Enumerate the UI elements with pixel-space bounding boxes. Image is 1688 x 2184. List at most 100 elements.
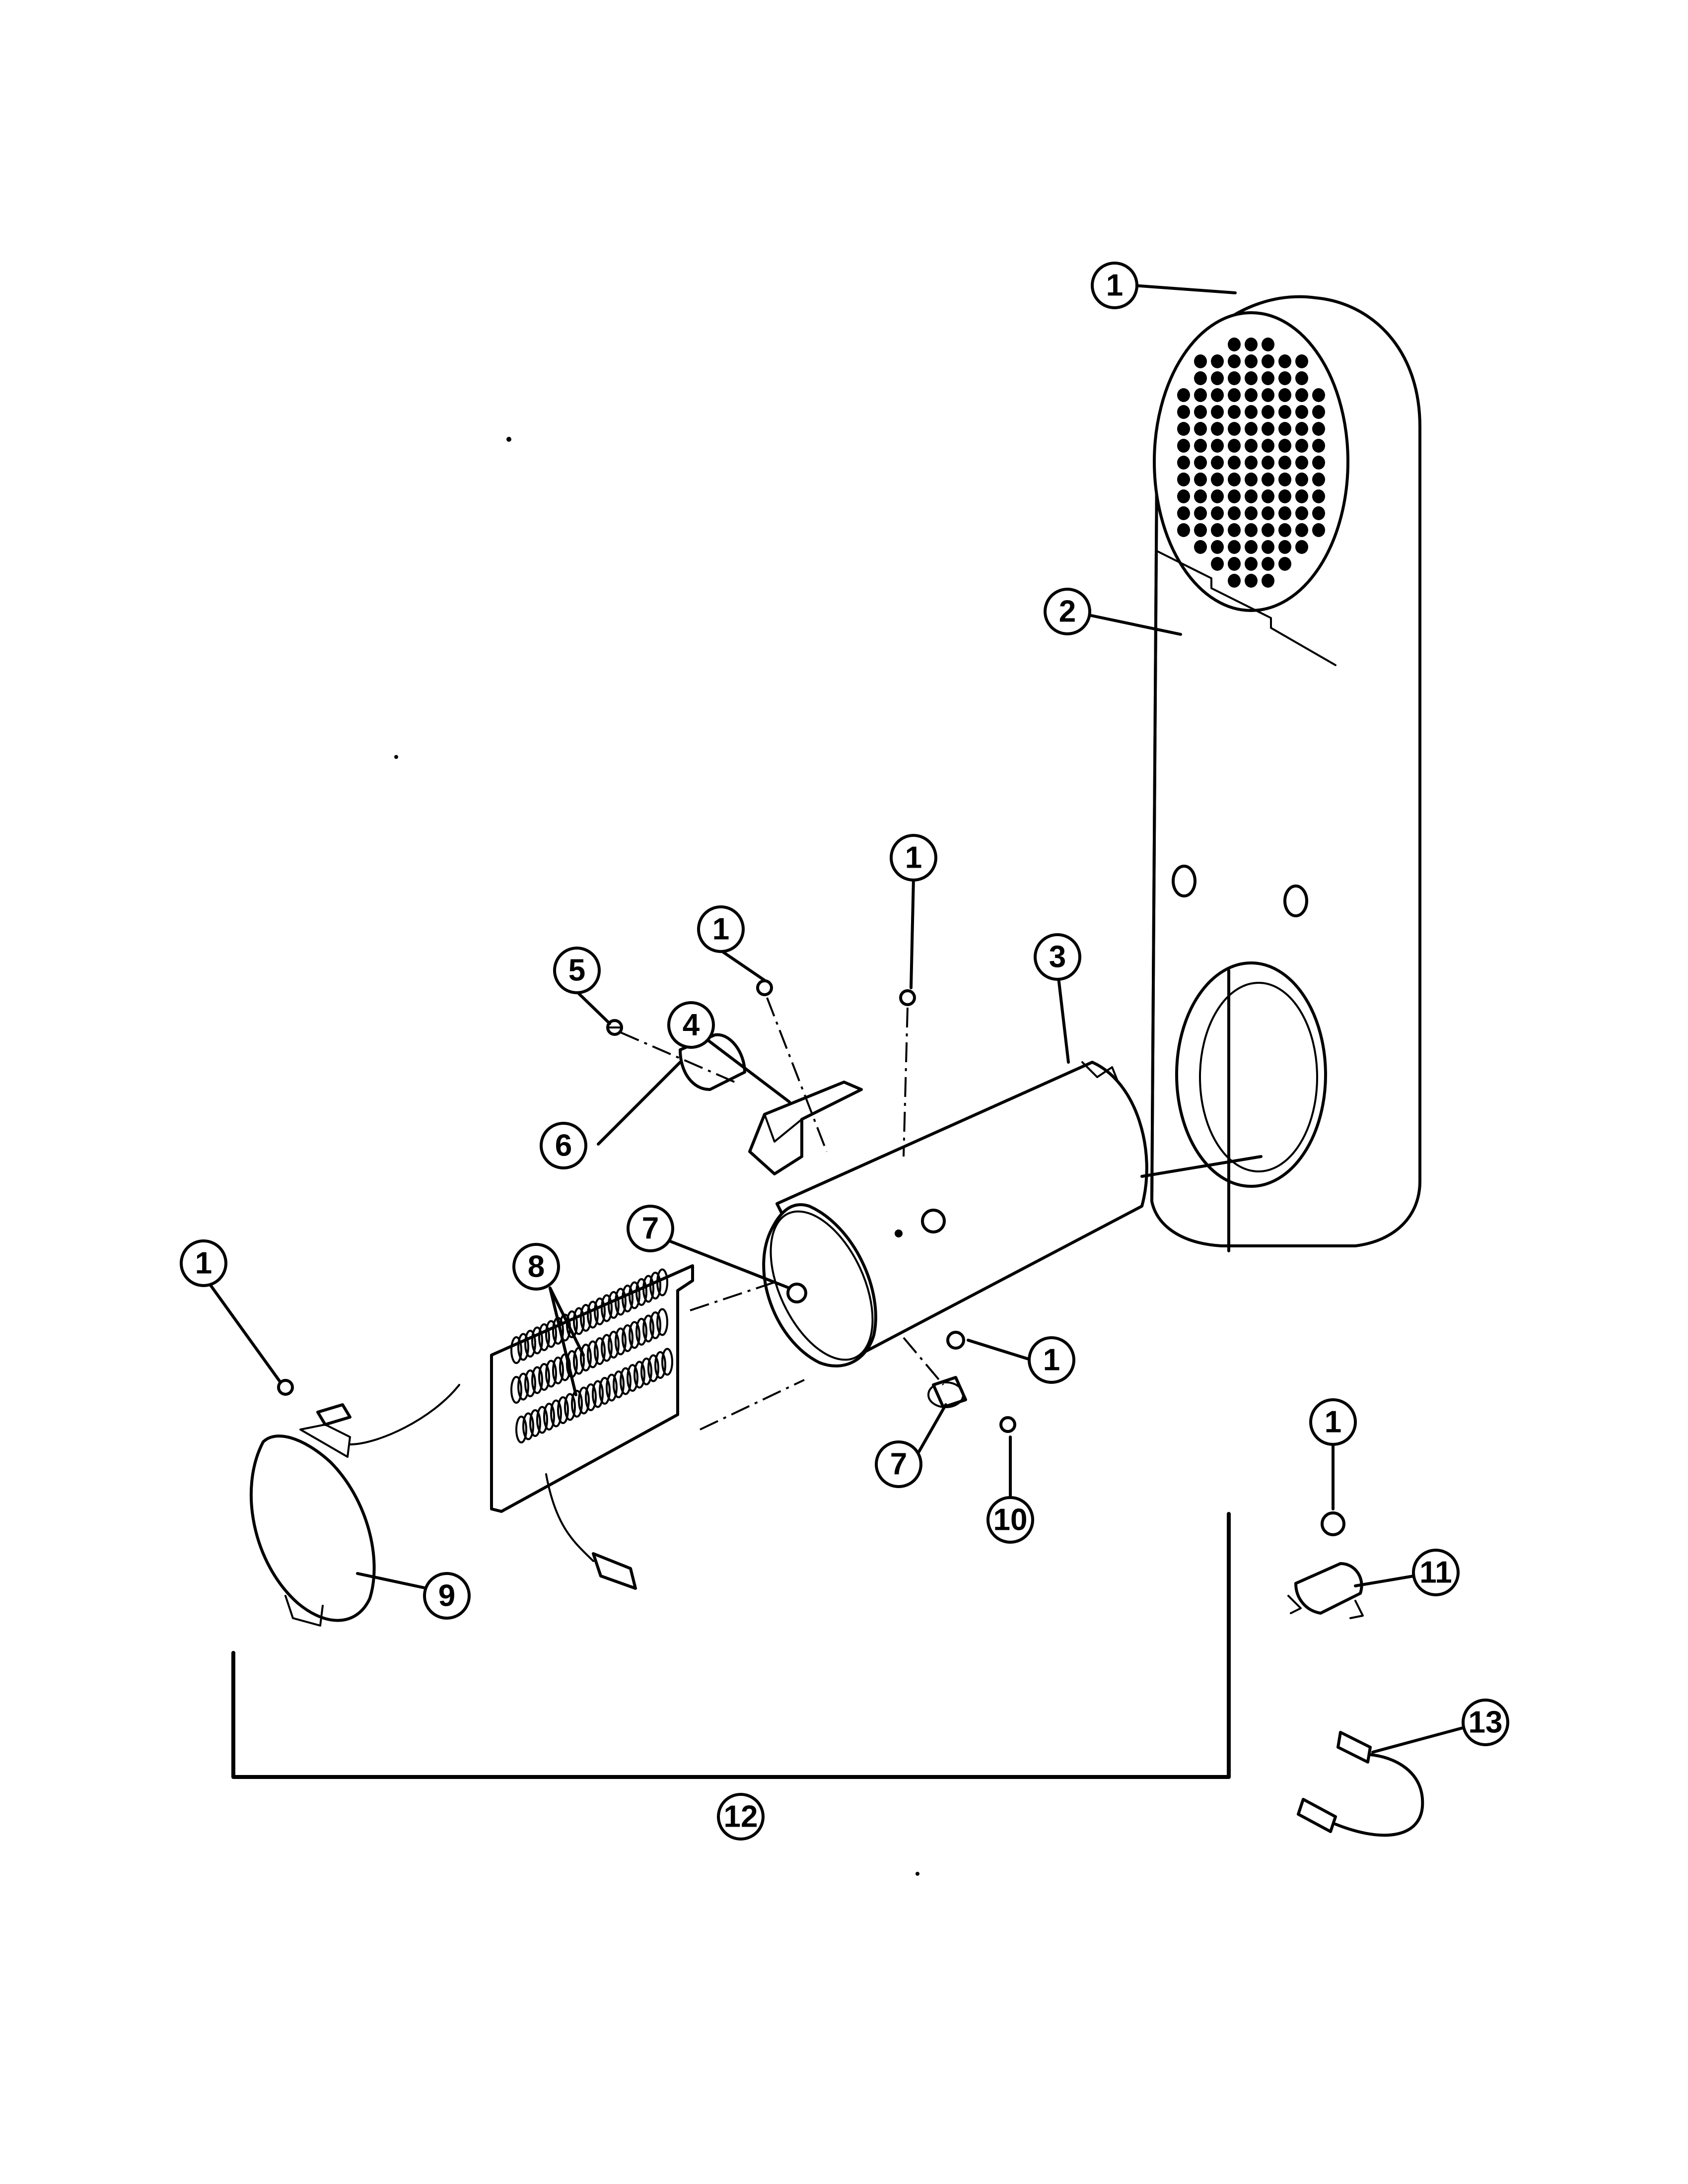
coil-turn <box>635 1278 647 1306</box>
screw-mid-left <box>756 979 773 996</box>
grille-hole <box>1262 456 1274 470</box>
grille-hole <box>1245 354 1258 368</box>
coil-turn <box>529 1409 541 1437</box>
svg-text:4: 4 <box>683 1008 700 1042</box>
assembly-line-1b <box>903 1007 909 1157</box>
coil-turn <box>538 1363 550 1391</box>
coil-turn <box>573 1307 585 1335</box>
grille-hole <box>1295 388 1308 402</box>
grille-hole <box>1312 506 1325 520</box>
screw-lower-right <box>946 1331 965 1350</box>
coil-turn <box>515 1416 527 1443</box>
element-coils <box>510 1268 673 1443</box>
grille-hole <box>1295 489 1308 503</box>
svg-text:1: 1 <box>1106 269 1123 303</box>
grille-hole <box>1228 574 1241 588</box>
assembly-line-1a <box>766 997 828 1152</box>
callout-1-top: 1 <box>1091 262 1138 309</box>
svg-text:1: 1 <box>1043 1343 1060 1377</box>
svg-text:10: 10 <box>993 1503 1028 1537</box>
grille-hole <box>1177 439 1190 453</box>
grille-hole <box>1262 338 1274 351</box>
coil-turn <box>661 1348 673 1376</box>
grille-hole <box>1295 523 1308 537</box>
callout-10: 10 <box>986 1496 1034 1544</box>
cover-part-6 <box>679 1033 746 1091</box>
coil-turn <box>615 1327 627 1356</box>
coil-turn <box>656 1308 668 1336</box>
coil-turn <box>608 1331 620 1359</box>
svg-text:1: 1 <box>712 912 729 947</box>
grille-hole <box>1312 523 1325 537</box>
grille-hole <box>1194 540 1207 554</box>
mounting-hole-left <box>1172 865 1196 897</box>
grille-hole <box>1278 405 1291 419</box>
grille-hole <box>1245 489 1258 503</box>
grille-hole <box>1211 557 1224 571</box>
coil-turn <box>601 1334 613 1362</box>
grille-hole <box>1245 473 1258 486</box>
thermostat-part-11 <box>1287 1511 1364 1619</box>
grille-hole <box>1262 388 1274 402</box>
callout-1-left: 1 <box>180 1239 227 1287</box>
grille-hole <box>1312 456 1325 470</box>
grille-hole <box>1262 422 1274 436</box>
coil-turn <box>594 1337 606 1365</box>
grille-hole <box>1194 371 1207 385</box>
grille-hole <box>1194 523 1207 537</box>
callout-1-mid-left: 1 <box>697 905 745 953</box>
grille-hole <box>1278 506 1291 520</box>
coil-turn <box>587 1340 599 1368</box>
grille-hole <box>1262 354 1274 368</box>
grille-hole <box>1278 388 1291 402</box>
heater-housing-part-3 <box>762 1061 1263 1367</box>
coil-turn <box>592 1380 604 1408</box>
svg-text:11: 11 <box>1419 1556 1452 1590</box>
grille-hole <box>1245 456 1258 470</box>
coil-turn <box>517 1333 529 1361</box>
grille-hole <box>1211 506 1224 520</box>
callout-6: 6 <box>540 1122 587 1169</box>
coil-turn <box>510 1336 522 1364</box>
grille-hole <box>1245 540 1258 554</box>
coil-turn <box>629 1281 640 1309</box>
screw-left <box>277 1379 294 1396</box>
grille-hole <box>1278 473 1291 486</box>
coil-turn <box>622 1285 633 1312</box>
coil-turn <box>545 1360 557 1388</box>
grille-hole <box>1228 506 1241 520</box>
grille-hole <box>1228 557 1241 571</box>
svg-text:1: 1 <box>905 841 922 875</box>
grille-hole <box>1228 405 1241 419</box>
grille-hole <box>1295 506 1308 520</box>
grille-hole <box>1278 422 1291 436</box>
grille-hole <box>1245 557 1258 571</box>
coil-turn <box>620 1367 632 1395</box>
grille-hole <box>1245 388 1258 402</box>
grille-hole <box>1194 439 1207 453</box>
grille-hole <box>1278 439 1291 453</box>
coil-turn <box>622 1324 633 1352</box>
coil-turn <box>536 1406 548 1434</box>
grille-hole <box>1312 473 1325 486</box>
grille-hole <box>1245 371 1258 385</box>
grille-hole <box>1262 557 1274 571</box>
grille-hole <box>1262 506 1274 520</box>
coil-turn <box>543 1403 555 1431</box>
grille-hole <box>1228 422 1241 436</box>
callout-8: 8 <box>512 1243 560 1291</box>
coil-turn <box>649 1272 661 1299</box>
grille-hole <box>1262 489 1274 503</box>
grille-hole <box>1262 371 1274 385</box>
grille-hole <box>1194 405 1207 419</box>
screw-part-5 <box>606 1019 623 1036</box>
coil-turn <box>538 1323 550 1351</box>
grille-hole <box>1245 422 1258 436</box>
assembly-line-7 <box>903 1337 944 1386</box>
coil-turn <box>606 1373 618 1402</box>
grille-hole <box>1295 371 1308 385</box>
stray-dot <box>915 1872 919 1876</box>
stray-dot <box>394 755 398 759</box>
coil-turn <box>571 1390 583 1418</box>
